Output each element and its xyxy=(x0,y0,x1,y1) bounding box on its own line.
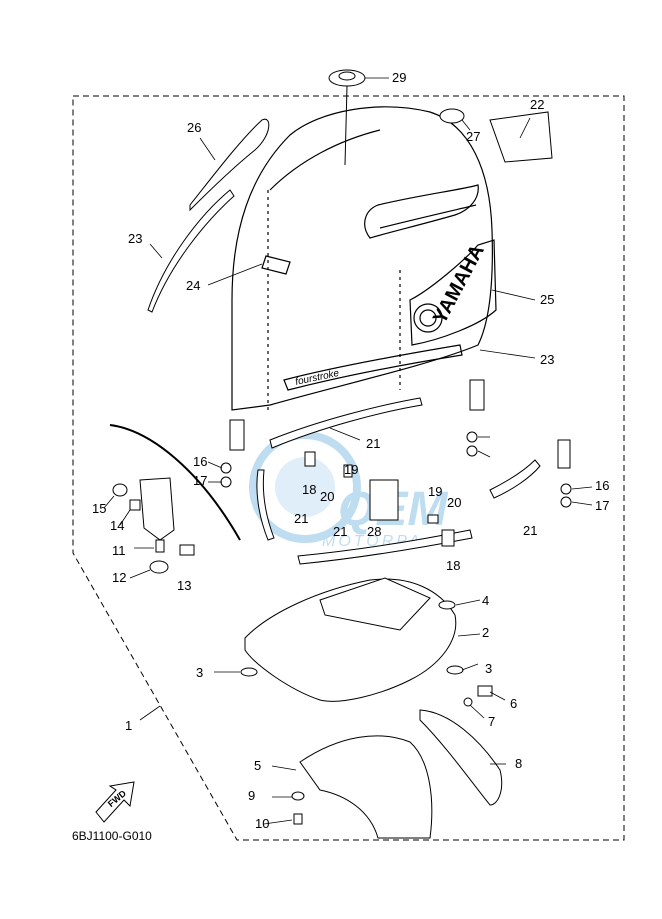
callout-21: 21 xyxy=(333,524,347,539)
callout-5: 5 xyxy=(254,758,261,773)
bracket-parts xyxy=(304,451,455,547)
decal-26 xyxy=(189,118,270,212)
bottom-cowling xyxy=(240,577,464,702)
callout-20: 20 xyxy=(447,495,461,510)
callout-1: 1 xyxy=(125,718,132,733)
latch-left xyxy=(229,419,245,451)
callout-12: 12 xyxy=(112,570,126,585)
callout-3: 3 xyxy=(196,665,203,680)
callout-14: 14 xyxy=(110,518,124,533)
emblem-27 xyxy=(439,108,465,124)
label-22 xyxy=(489,111,553,163)
callout-24: 24 xyxy=(186,278,200,293)
callout-22: 22 xyxy=(530,97,544,112)
callout-28: 28 xyxy=(367,524,381,539)
stripe-23 xyxy=(147,189,235,313)
callout-21: 21 xyxy=(523,523,537,538)
hook-assembly xyxy=(109,424,241,574)
callout-8: 8 xyxy=(515,756,522,771)
callout-19: 19 xyxy=(428,484,442,499)
callout-21: 21 xyxy=(294,511,308,526)
callout-16: 16 xyxy=(193,454,207,469)
callout-23: 23 xyxy=(128,231,142,246)
diagram-code: 6BJ1100-G010 xyxy=(72,829,152,843)
callout-4: 4 xyxy=(482,593,489,608)
top-cowling xyxy=(231,106,497,411)
lower-cover xyxy=(291,685,503,839)
leader-lines xyxy=(103,77,593,825)
latch-right xyxy=(469,379,571,469)
callout-2: 2 xyxy=(482,625,489,640)
callout-27: 27 xyxy=(466,129,480,144)
callout-11: 11 xyxy=(112,543,126,558)
callout-9: 9 xyxy=(248,788,255,803)
callout-13: 13 xyxy=(177,578,191,593)
callout-10: 10 xyxy=(255,816,269,831)
callout-23: 23 xyxy=(540,352,554,367)
callout-29: 29 xyxy=(392,70,406,85)
watermark: QEM MOTORPA xyxy=(249,431,448,550)
callout-21: 21 xyxy=(366,436,380,451)
callout-18: 18 xyxy=(446,558,460,573)
fwd-arrow: FWD xyxy=(95,781,135,823)
callout-16: 16 xyxy=(595,478,609,493)
seal-strips xyxy=(256,397,541,565)
callout-18: 18 xyxy=(302,482,316,497)
callout-6: 6 xyxy=(510,696,517,711)
callout-20: 20 xyxy=(320,489,334,504)
callout-17: 17 xyxy=(193,473,207,488)
callout-19: 19 xyxy=(344,462,358,477)
callout-3: 3 xyxy=(485,661,492,676)
callout-7: 7 xyxy=(488,714,495,729)
callout-26: 26 xyxy=(187,120,201,135)
callout-15: 15 xyxy=(92,501,106,516)
callout-25: 25 xyxy=(540,292,554,307)
callout-17: 17 xyxy=(595,498,609,513)
